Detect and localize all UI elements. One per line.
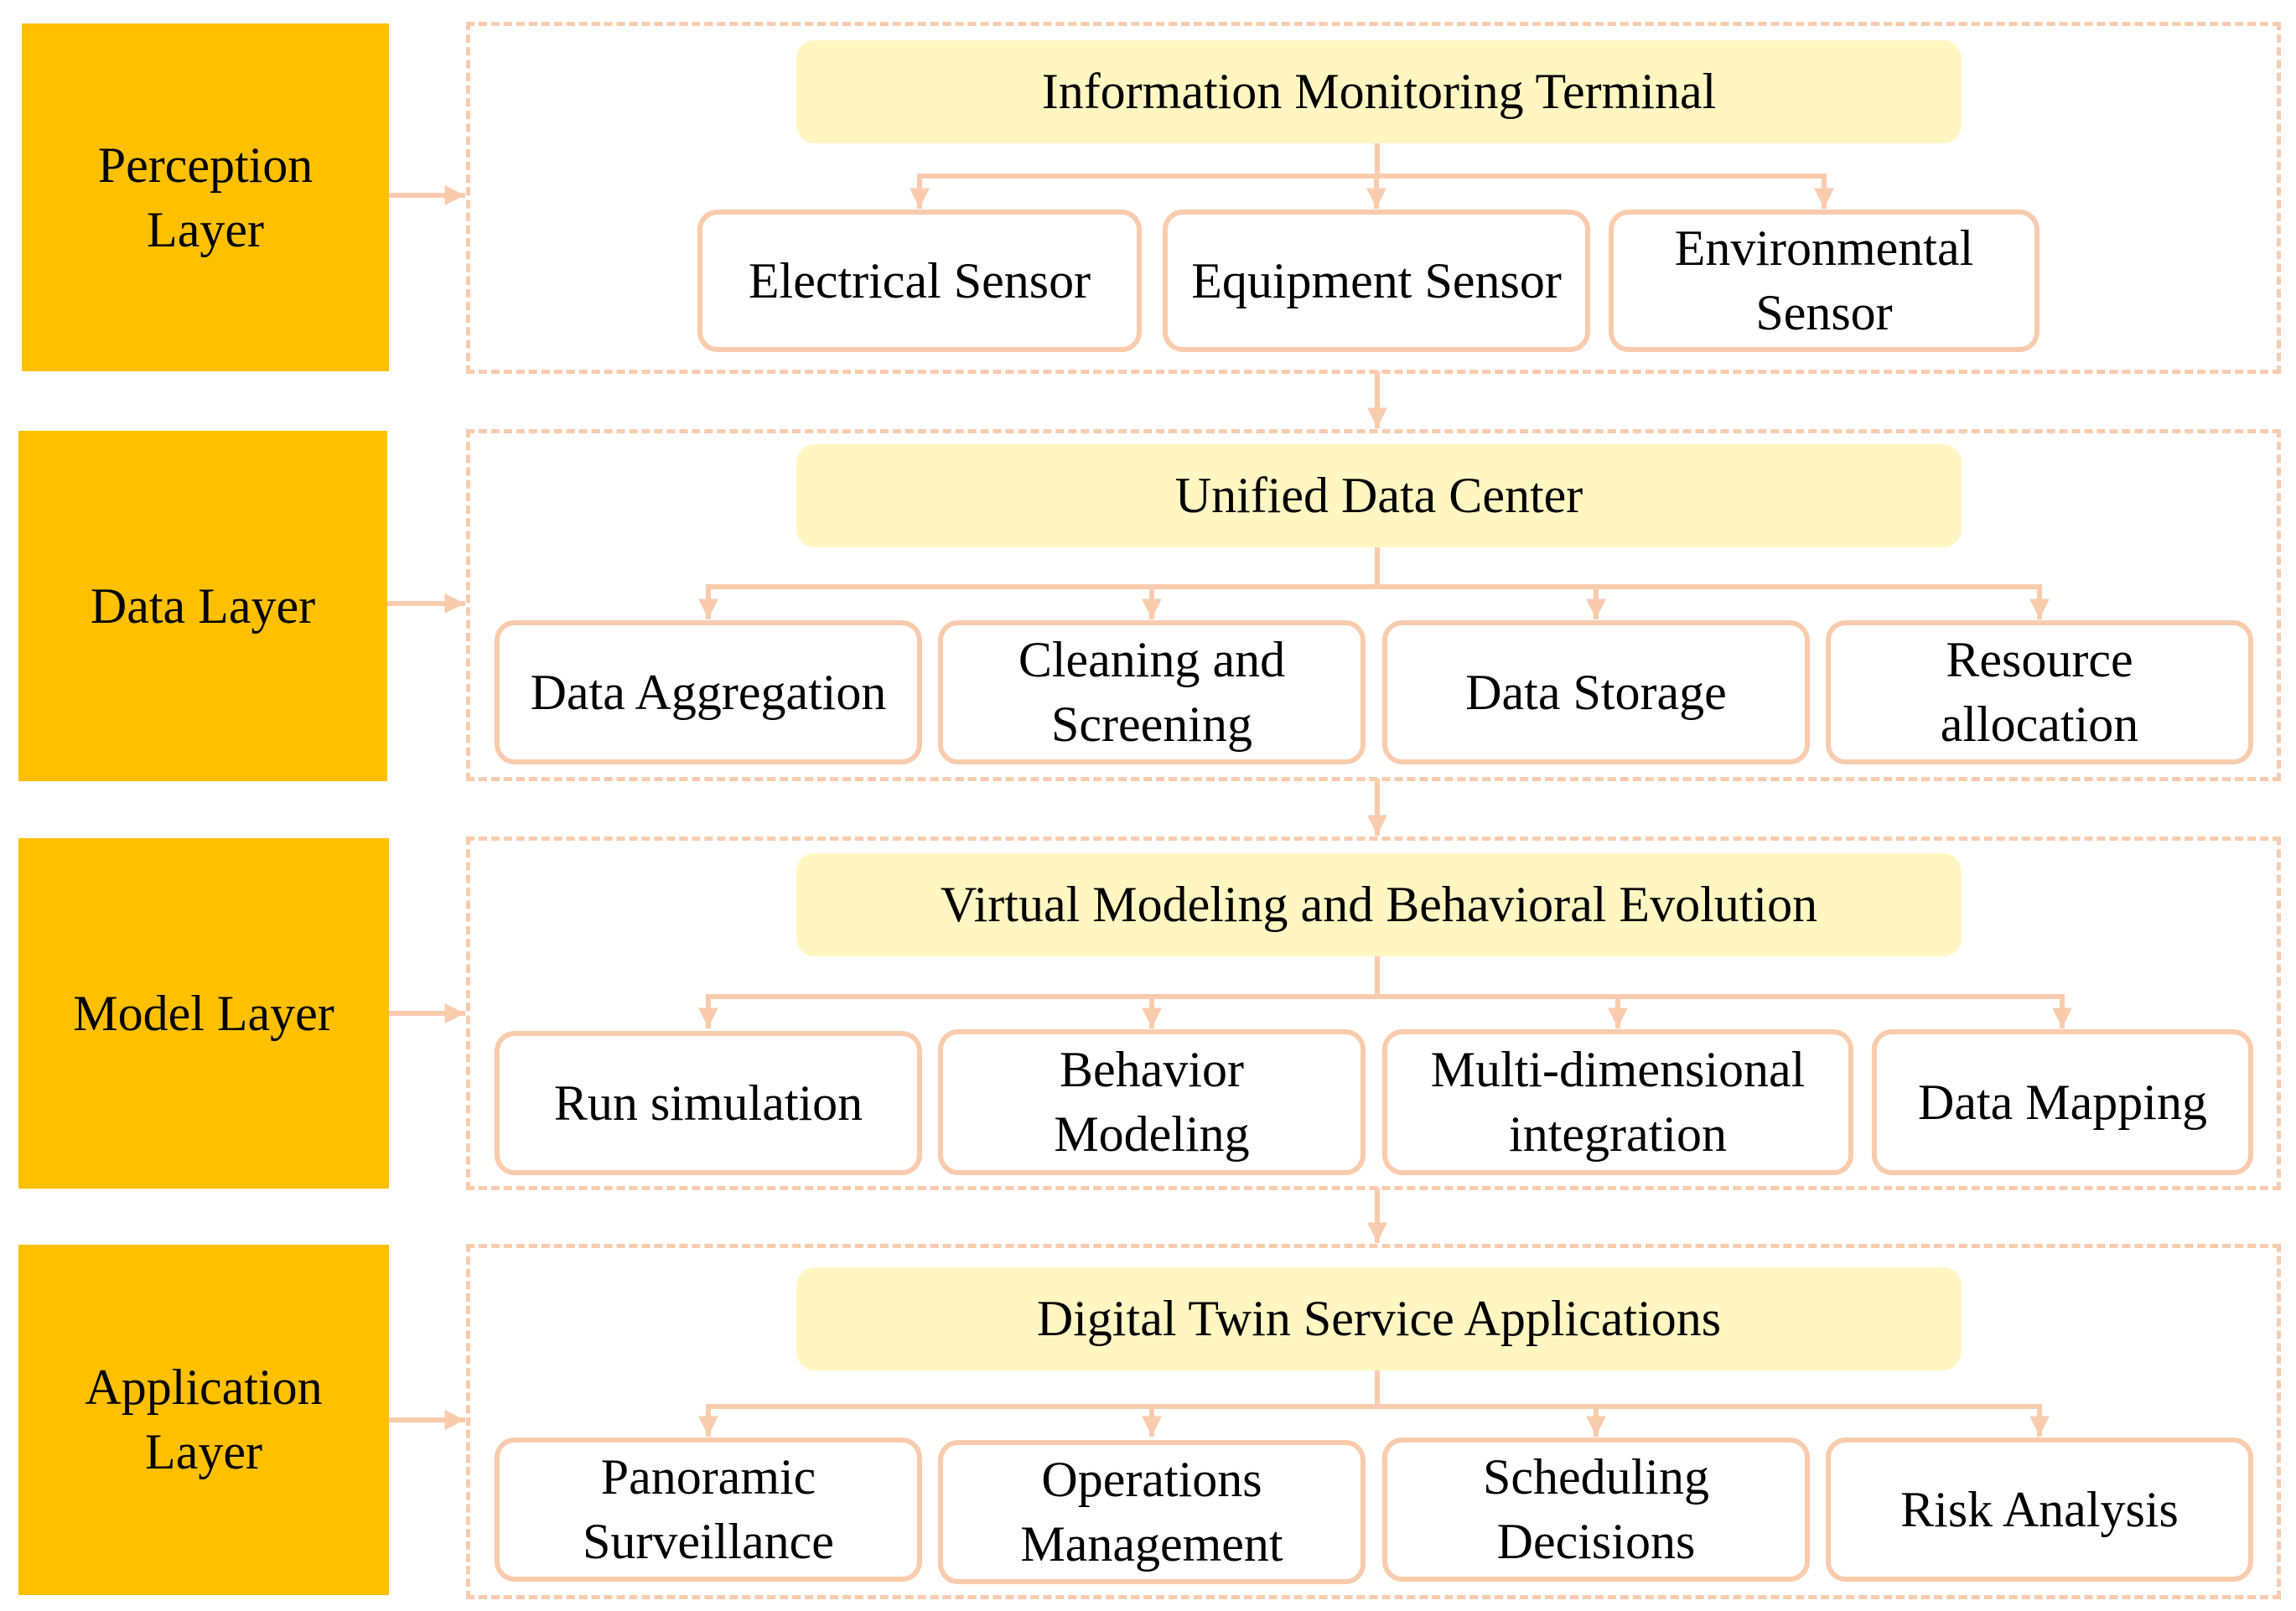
node-data-mapping: Data Mapping bbox=[1872, 1029, 2253, 1175]
layer-header-application: Digital Twin Service Applications bbox=[796, 1267, 1962, 1370]
node-equipment-sensor: Equipment Sensor bbox=[1163, 210, 1590, 352]
layer-group-application bbox=[466, 1244, 2281, 1599]
layer-header-model: Virtual Modeling and Behavioral Evolutio… bbox=[796, 853, 1962, 956]
node-panoramic-surveillance: Panoramic Surveillance bbox=[495, 1437, 922, 1582]
node-run-simulation: Run simulation bbox=[495, 1031, 922, 1175]
node-operations-management: Operations Management bbox=[938, 1440, 1366, 1584]
layer-label-data: Data Layer bbox=[18, 431, 387, 781]
layer-label-application: Application Layer bbox=[18, 1245, 389, 1595]
node-electrical-sensor: Electrical Sensor bbox=[697, 210, 1142, 352]
layer-header-perception: Information Monitoring Terminal bbox=[796, 40, 1962, 143]
node-environmental-sensor: Environmental Sensor bbox=[1609, 210, 2039, 352]
node-resource-allocation: Resource allocation bbox=[1826, 620, 2253, 764]
node-scheduling-decisions: Scheduling Decisions bbox=[1382, 1437, 1810, 1582]
layer-group-perception bbox=[466, 22, 2281, 374]
layer-label-perception: Perception Layer bbox=[22, 23, 389, 371]
node-risk-analysis: Risk Analysis bbox=[1826, 1437, 2253, 1582]
node-behavior-modeling: Behavior Modeling bbox=[938, 1029, 1366, 1175]
node-cleaning-and-screening: Cleaning and Screening bbox=[938, 620, 1366, 764]
layer-group-model bbox=[466, 837, 2281, 1190]
node-data-aggregation: Data Aggregation bbox=[495, 620, 922, 764]
layer-header-data: Unified Data Center bbox=[796, 444, 1962, 547]
layer-label-model: Model Layer bbox=[18, 838, 389, 1189]
node-multi-dimensional-integration: Multi-dimensional integration bbox=[1382, 1029, 1853, 1175]
layer-group-data bbox=[466, 429, 2281, 781]
node-data-storage: Data Storage bbox=[1382, 620, 1810, 764]
